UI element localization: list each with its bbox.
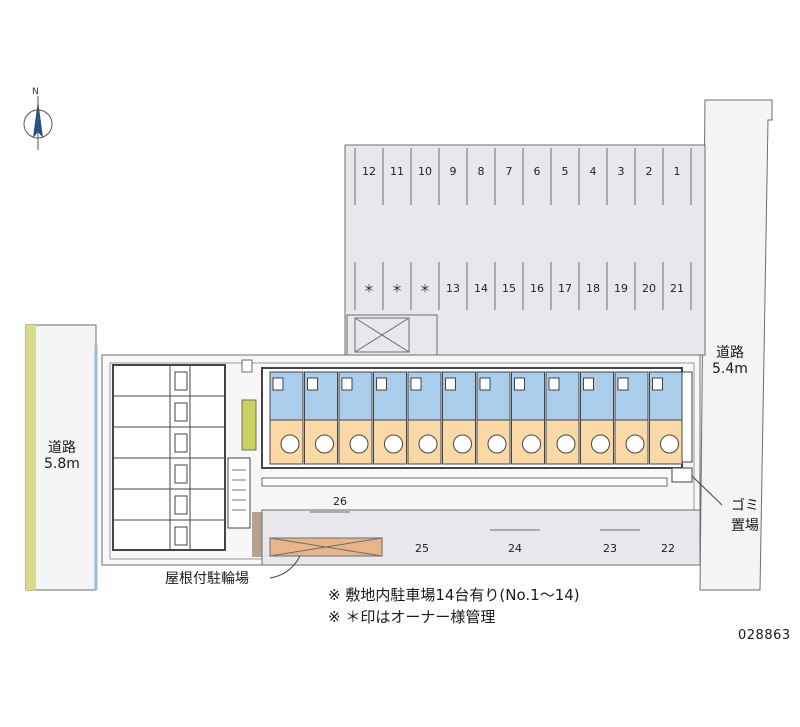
top-row-slots: 12 11 10 9 8 7 6 5 4 3 2 1	[362, 165, 681, 178]
upper-parking-dividers	[354, 148, 692, 310]
unit-fixture	[617, 377, 629, 391]
top-slot-5: 7	[506, 165, 513, 178]
property-code: 028863	[738, 628, 791, 643]
top-slot-1: 11	[390, 165, 404, 178]
top-slot-4: 8	[478, 165, 485, 178]
bottom-slot-6: 16	[530, 282, 544, 295]
unit-door-swing	[556, 434, 576, 454]
top-slot-3: 9	[450, 165, 457, 178]
unit-door-swing	[453, 434, 472, 454]
unit-fixture	[652, 377, 663, 391]
bicycle-shed-label: 屋根付駐輪場	[165, 571, 249, 587]
unit-bath	[407, 371, 442, 421]
unit-fixture	[341, 377, 353, 391]
right-road	[699, 99, 773, 591]
unit-fixture	[376, 377, 387, 391]
bottom-slot-0: ＊	[364, 282, 375, 295]
bottom-slot-9: 19	[614, 282, 628, 295]
slot-24: 24	[508, 542, 522, 555]
top-slot-6: 6	[534, 165, 541, 178]
bottom-slot-11: 21	[670, 282, 684, 295]
unit-fixture	[479, 377, 491, 391]
garbage-label: ゴミ置場	[731, 498, 759, 534]
note-line-1: ※ 敷地内駐車場14台有り(No.1～14)	[328, 586, 580, 604]
top-slot-8: 4	[590, 165, 597, 178]
compass-icon: N	[23, 87, 53, 150]
unit-door-swing	[418, 434, 438, 454]
unit-door-swing	[591, 434, 610, 454]
top-slot-11: 1	[674, 165, 681, 178]
unit-door-swing	[660, 434, 679, 454]
note-line-2: ※ ＊印はオーナー様管理	[328, 608, 496, 626]
slot-25: 25	[415, 542, 429, 555]
unit-fixture	[445, 377, 456, 391]
slot-23: 23	[603, 542, 617, 555]
left-road	[25, 324, 97, 591]
bottom-slot-10: 20	[642, 282, 656, 295]
unit-door-swing	[487, 434, 507, 454]
north-label: N	[32, 87, 39, 97]
bottom-slot-1: ＊	[392, 282, 403, 295]
green-strip	[26, 325, 36, 590]
top-slot-2: 10	[418, 165, 432, 178]
bottom-slot-4: 14	[474, 282, 488, 295]
bottom-row-slots: ＊ ＊ ＊ 13 14 15 16 17 18 19 20 21	[364, 282, 685, 295]
unit-door-swing	[522, 434, 541, 454]
bottom-slot-3: 13	[446, 282, 460, 295]
bottom-slot-8: 18	[586, 282, 600, 295]
right-building-units	[269, 371, 683, 465]
unit-fixture	[272, 377, 284, 391]
bottom-slot-5: 15	[502, 282, 516, 295]
unit-fixture	[514, 377, 525, 391]
unit-fixture	[548, 377, 560, 391]
stairs	[227, 457, 251, 529]
bottom-slot-2: ＊	[420, 282, 431, 295]
slot-22: 22	[661, 542, 675, 555]
unit-door-swing	[349, 434, 369, 454]
slot-26: 26	[333, 495, 347, 508]
unit-fixture	[583, 377, 594, 391]
unit-door-swing	[315, 434, 334, 454]
top-slot-9: 3	[618, 165, 625, 178]
bottom-slot-7: 17	[558, 282, 572, 295]
garbage-box	[671, 467, 693, 483]
top-slot-0: 12	[362, 165, 376, 178]
unit-door-swing	[384, 434, 403, 454]
top-slot-10: 2	[646, 165, 653, 178]
unit-door-swing	[280, 434, 300, 454]
entrance-box	[346, 314, 438, 356]
green-planter	[241, 399, 257, 451]
unit-door-swing	[625, 434, 645, 454]
unit-fixture	[307, 377, 318, 391]
left-building-units	[113, 365, 225, 550]
top-slot-7: 5	[562, 165, 569, 178]
unit-fixture	[410, 377, 422, 391]
